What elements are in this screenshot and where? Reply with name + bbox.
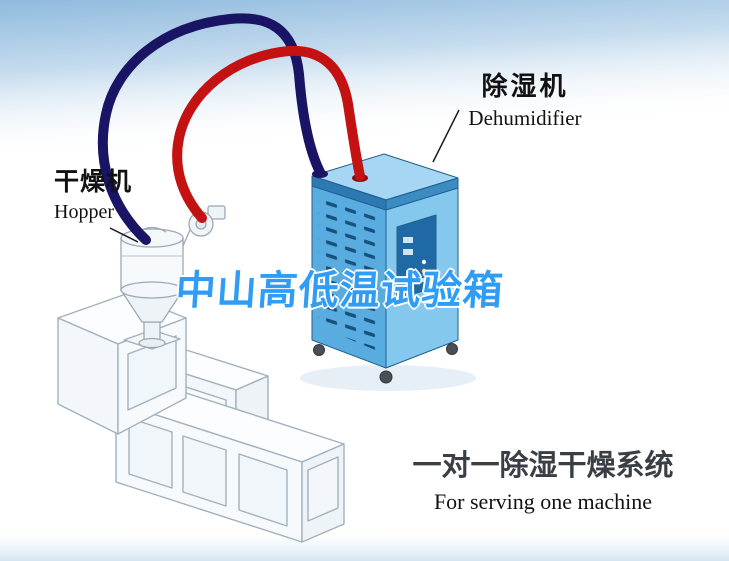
return-air-pipe <box>97 13 325 245</box>
system-label: 一对一除湿干燥系统 For serving one machine <box>402 450 684 516</box>
hopper-flange <box>138 337 166 349</box>
vent-louvers <box>318 198 380 352</box>
bottom-gradient-band <box>0 528 729 561</box>
dehumidifier-label: 除湿机 Dehumidifier <box>450 71 600 131</box>
blower-motor <box>207 205 226 220</box>
sky-gradient-band <box>0 0 729 150</box>
control-panel <box>396 214 437 300</box>
dehumidifier-pointer-line <box>432 109 460 163</box>
hopper-illustration <box>119 205 226 349</box>
dehumidifier-label-en: Dehumidifier <box>468 105 582 130</box>
system-label-en: For serving one machine <box>433 489 653 515</box>
panel-button <box>421 268 427 274</box>
watermark-title: 中山高低温试验箱 <box>174 269 506 313</box>
hopper-pointer-line <box>109 227 139 243</box>
panel-button <box>421 277 427 283</box>
dry-air-pipe <box>172 45 365 223</box>
hopper-label-en: Hopper <box>54 200 114 223</box>
caster-wheels <box>313 343 458 384</box>
panel-button <box>421 259 427 265</box>
dehumidifier-label-cn: 除湿机 <box>481 71 569 101</box>
hopper-label-cn: 干燥机 <box>54 168 133 196</box>
panel-display <box>403 237 413 243</box>
system-label-cn: 一对一除湿干燥系统 <box>412 450 674 482</box>
hopper-label: 干燥机 Hopper <box>54 168 132 224</box>
dehumidifier-illustration <box>300 153 476 391</box>
extruder-illustration <box>57 293 345 543</box>
